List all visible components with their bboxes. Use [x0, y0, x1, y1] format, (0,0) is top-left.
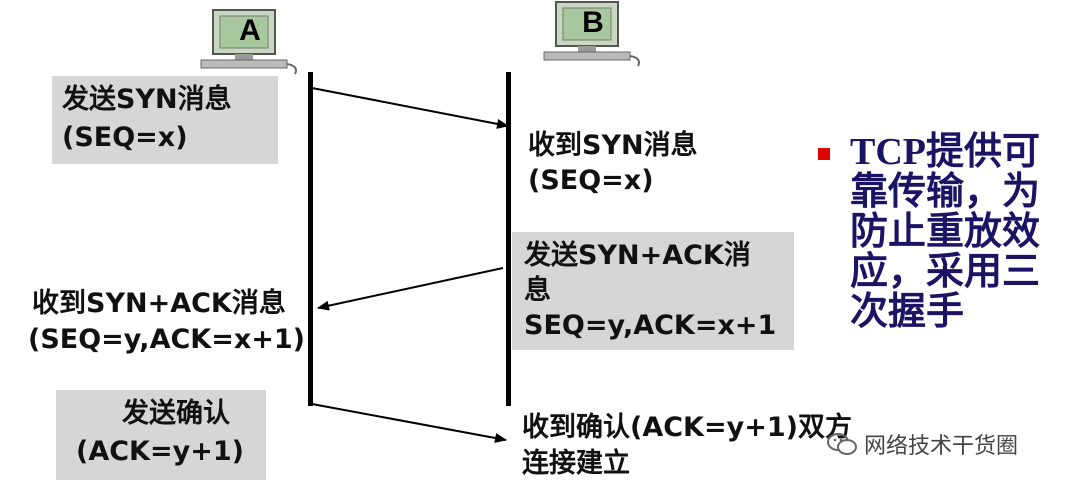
a-send-syn-box: 发送SYN消息 (SEQ=x)	[52, 76, 278, 164]
host-a-label: A	[239, 14, 261, 47]
b-send-synack-line3: SEQ=y,ACK=x+1	[524, 310, 777, 341]
computer-icon	[200, 9, 297, 75]
watermark: 网络技术干货圈	[826, 428, 1018, 460]
a-send-syn-line2: (SEQ=x)	[62, 122, 188, 153]
host-a-computer: A	[195, 8, 305, 76]
note-text: TCP提供可靠传输，为防止重放效应，采用三次握手	[850, 131, 1041, 333]
a-recv-synack-line1: 收到SYN+ACK消息	[32, 288, 286, 319]
b-send-synack-line2: 息	[524, 275, 551, 306]
b-send-synack-line1: 发送SYN+ACK消	[524, 240, 751, 271]
a-send-syn-line1: 发送SYN消息	[62, 84, 232, 115]
b-recv-syn-line1: 收到SYN消息	[528, 130, 698, 161]
wechat-icon	[827, 433, 857, 455]
a-send-ack-box: 发送确认 (ACK=y+1)	[56, 390, 266, 480]
timeline-b	[506, 72, 511, 406]
computer-icon	[543, 1, 640, 67]
b-recv-syn-line2: (SEQ=x)	[528, 165, 654, 196]
host-b-computer: B	[538, 0, 648, 68]
a-send-ack-line1: 发送确认	[122, 398, 230, 429]
note-bullet-icon	[818, 148, 830, 160]
b-recv-ack-line2: 连接建立	[522, 448, 630, 479]
watermark-text: 网络技术干货圈	[864, 434, 1019, 459]
syn-arrow	[311, 87, 509, 129]
ack-arrow	[311, 403, 507, 443]
a-recv-synack-line2: (SEQ=y,ACK=x+1)	[28, 324, 305, 355]
b-send-synack-box: 发送SYN+ACK消 息 SEQ=y,ACK=x+1	[512, 232, 794, 350]
synack-arrow	[317, 267, 504, 311]
host-b-label: B	[582, 6, 604, 39]
b-recv-ack-line1: 收到确认(ACK=y+1)双方	[522, 412, 852, 443]
timeline-a	[308, 72, 313, 406]
a-send-ack-line2: (ACK=y+1)	[76, 436, 244, 467]
